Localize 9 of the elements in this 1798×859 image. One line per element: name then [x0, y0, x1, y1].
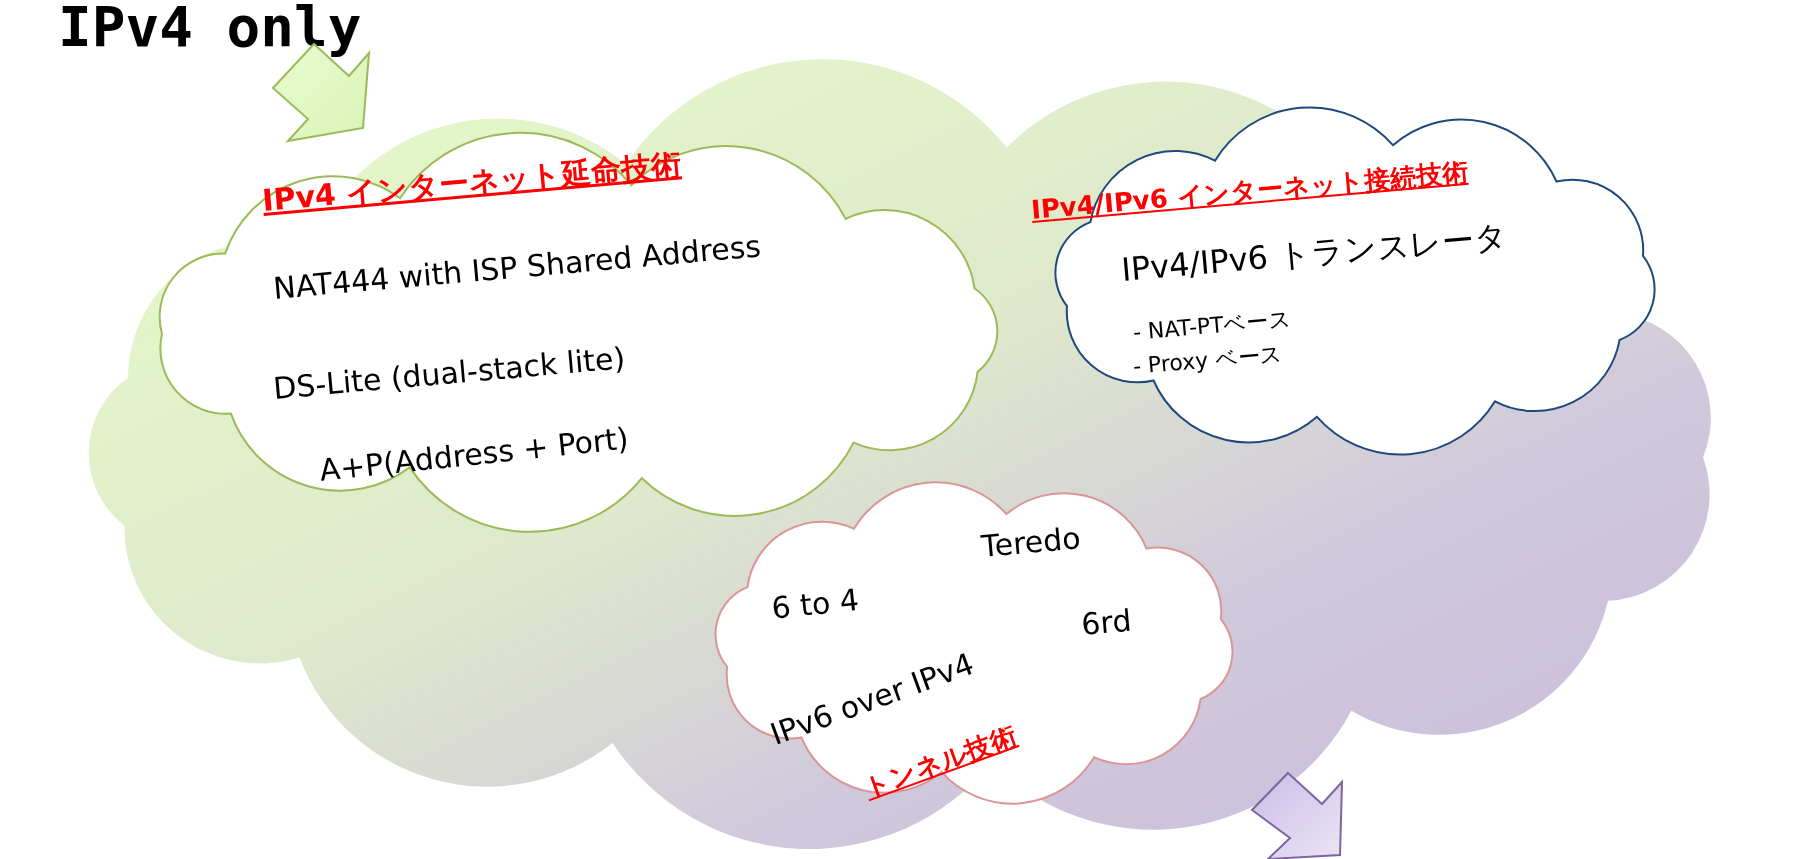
cloud-text: Teredo — [980, 521, 1082, 565]
cloud-heading: トンネル技術 — [860, 721, 1021, 805]
cloud-heading: IPv4 インターネット延命技術 — [261, 147, 683, 219]
cloud-text: 6rd — [1080, 603, 1133, 643]
cloud-text: NAT444 with ISP Shared Address — [272, 229, 763, 307]
cloud-text: 6 to 4 — [770, 582, 861, 627]
diagram-title: IPv4 only — [58, 0, 362, 59]
cloud-text: A+P(Address + Port) — [318, 421, 631, 489]
cloud-text: DS-Lite (dual-stack lite) — [272, 341, 627, 407]
